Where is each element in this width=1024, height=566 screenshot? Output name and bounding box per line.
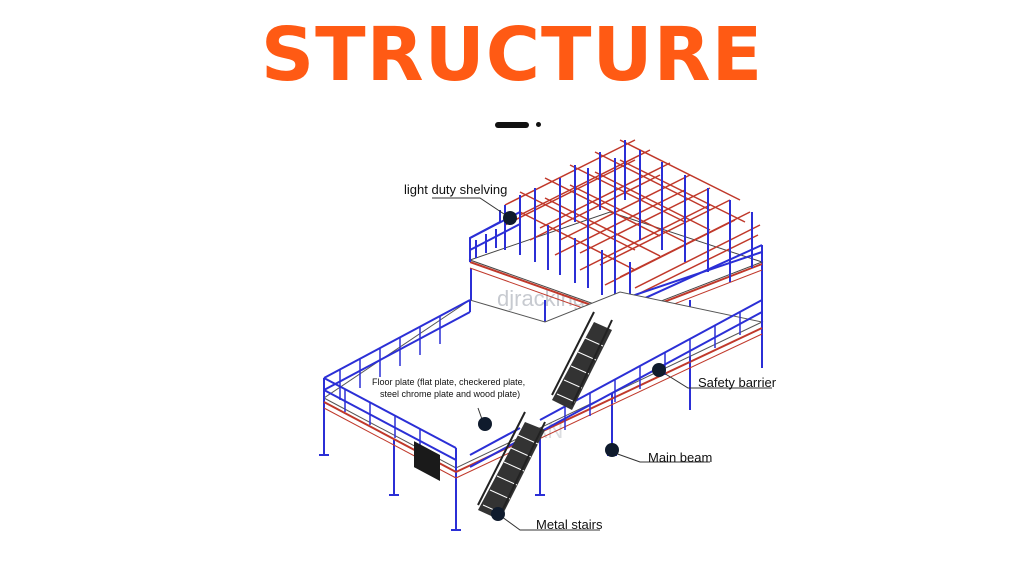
callout-shelving-label: light duty shelving <box>404 182 507 197</box>
callout-dot-shelving <box>503 211 517 225</box>
callout-leaders <box>432 197 772 531</box>
callout-dot-barrier <box>652 363 666 377</box>
platform-gate <box>414 441 440 481</box>
callout-barrier-label: Safety barrier <box>698 375 777 390</box>
shelving-racks <box>504 139 761 308</box>
callout-beam-label: Main beam <box>648 450 712 465</box>
divider-dot <box>536 122 541 127</box>
callout-floor-label-line1: Floor plate (flat plate, checkered plate… <box>372 377 525 387</box>
upper-stairs <box>551 311 613 410</box>
callout-dot-beam <box>605 443 619 457</box>
callout-floor-label-line2: steel chrome plate and wood plate) <box>380 389 520 399</box>
callout-stairs-label: Metal stairs <box>536 517 603 532</box>
callout-dot-floor <box>478 417 492 431</box>
page-title: STRUCTURE <box>260 12 764 98</box>
lower-columns <box>323 335 763 530</box>
divider-bar <box>495 122 529 128</box>
callout-dot-stairs <box>491 507 505 521</box>
railing-posts <box>339 312 741 452</box>
